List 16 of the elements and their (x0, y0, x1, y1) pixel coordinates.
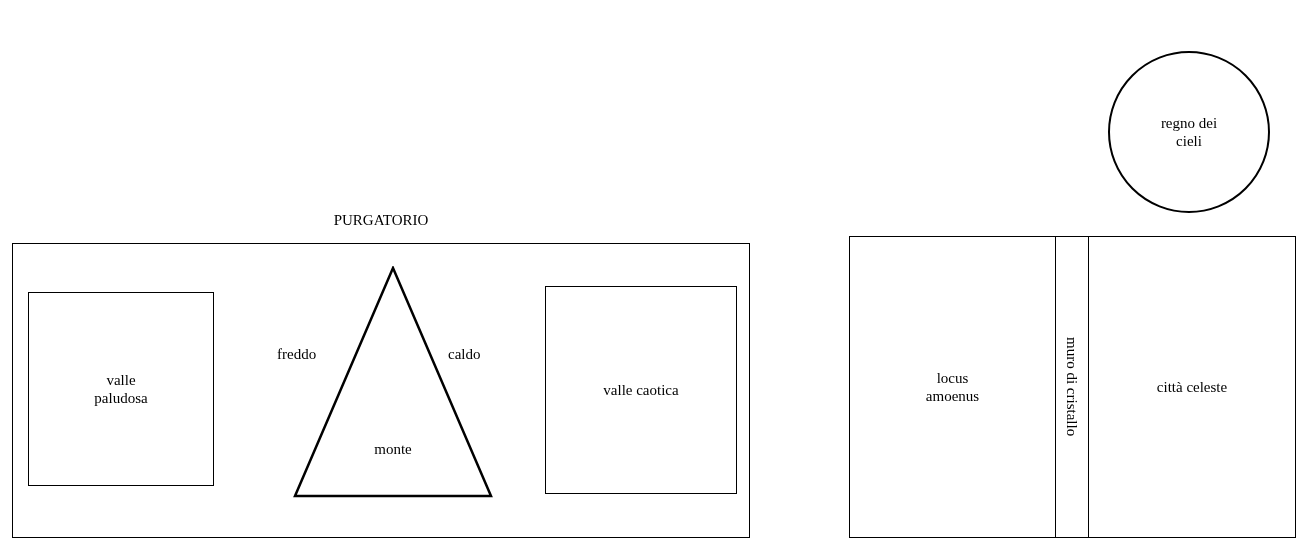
node-label: città celeste (1156, 378, 1228, 396)
box (1088, 236, 1296, 538)
box (849, 236, 1056, 538)
node-label: locus amoenus (924, 369, 981, 405)
node-label: muro di cristallo (1063, 337, 1081, 437)
node-label: valle paludosa (93, 371, 149, 407)
node-label: valle caotica (603, 381, 679, 399)
node-label: regno dei cieli (1159, 114, 1219, 150)
node-label: monte (373, 440, 413, 458)
group-title: PURGATORIO (332, 212, 430, 229)
box (545, 286, 737, 494)
box (28, 292, 214, 486)
side-label: caldo (448, 346, 481, 363)
wall-strip (1055, 236, 1089, 538)
side-label: freddo (277, 346, 317, 363)
circle-node (1108, 51, 1270, 213)
